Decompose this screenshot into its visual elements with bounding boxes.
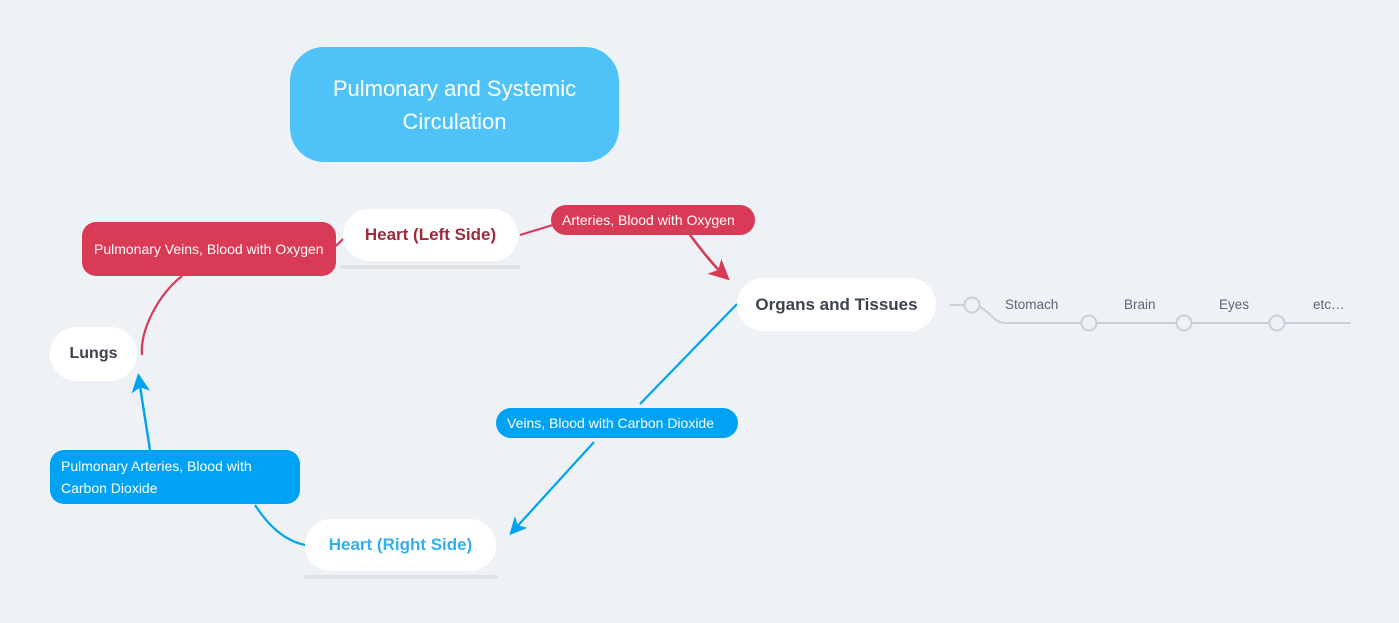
- edge-label-pulmonary-arteries[interactable]: Pulmonary Arteries, Blood with Carbon Di…: [50, 450, 300, 504]
- edge-organs-to-veins: [639, 303, 738, 405]
- organ-list-item-etc[interactable]: etc…: [1313, 297, 1345, 312]
- edge-veins-to-heartright: [509, 441, 595, 536]
- heart-left-underline: [340, 265, 520, 269]
- node-lungs[interactable]: Lungs: [50, 327, 137, 381]
- edge-pulmarteries-to-lungs: [131, 373, 152, 451]
- node-heart-left-side[interactable]: Heart (Left Side): [343, 209, 518, 261]
- organ-list-item-brain[interactable]: Brain: [1124, 297, 1156, 312]
- edge-pulmveins-to-heartleft: [335, 238, 344, 247]
- organ-list-item-eyes[interactable]: Eyes: [1219, 297, 1250, 312]
- node-heart-right-side[interactable]: Heart (Right Side): [305, 519, 496, 571]
- organlist-node-dot-0: [963, 296, 981, 314]
- edge-label-veins[interactable]: Veins, Blood with Carbon Dioxide: [496, 408, 738, 438]
- edge-heartright-to-pulmarteries: [254, 504, 306, 547]
- organ-list-item-stomach[interactable]: Stomach: [1005, 297, 1059, 312]
- edge-arteries-to-organs: [688, 234, 730, 281]
- node-organs-and-tissues[interactable]: Organs and Tissues: [737, 278, 936, 331]
- organlist-node-dot-1: [1080, 314, 1098, 332]
- root-node-title[interactable]: Pulmonary and Systemic Circulation: [290, 47, 619, 162]
- edge-lungs-to-pulmveins: [140, 275, 183, 356]
- heart-right-underline: [304, 575, 498, 579]
- edge-label-arteries[interactable]: Arteries, Blood with Oxygen: [551, 205, 755, 235]
- organlist-node-dot-2: [1175, 314, 1193, 332]
- edge-heartleft-to-arteries: [519, 222, 557, 237]
- edge-label-pulmonary-veins[interactable]: Pulmonary Veins, Blood with Oxygen: [82, 222, 336, 276]
- organlist-node-dot-3: [1268, 314, 1286, 332]
